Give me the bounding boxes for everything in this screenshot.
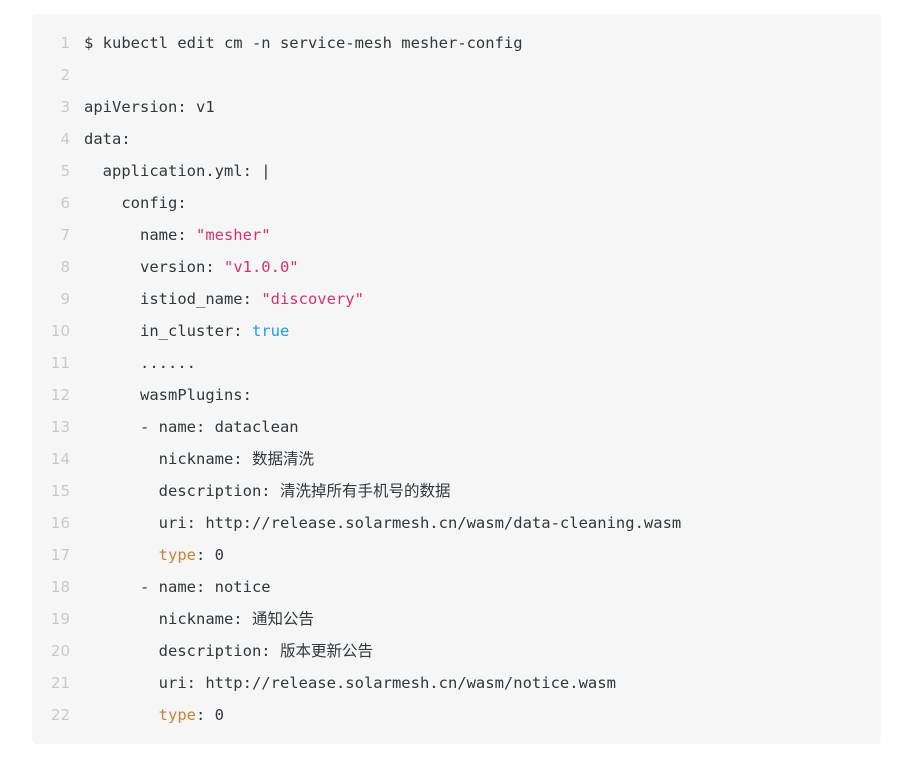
code-line: 16 uri: http://release.solarmesh.cn/wasm… [32,507,881,539]
code-line: 11 ...... [32,347,881,379]
code-line: 19 nickname: 通知公告 [32,603,881,635]
code-token: "mesher" [195,226,271,244]
code-line: 6 config: [32,187,881,219]
code-token: data: [84,130,131,148]
line-number: 6 [60,194,70,212]
line-content: description: 版本更新公告 [84,635,881,667]
code-line: 7 name: "mesher" [32,219,881,251]
code-line: 15 description: 清洗掉所有手机号的数据 [32,475,881,507]
code-block[interactable]: 1 $ kubectl edit cm -n service-mesh meshe… [32,14,881,744]
line-number: 1 [60,34,70,52]
line-number: 20 [50,642,70,660]
code-token: name: [84,226,196,244]
code-token: in_cluster: [84,322,252,340]
line-number: 16 [50,514,70,532]
line-number: 12 [50,386,70,404]
line-number: 11 [50,354,70,372]
line-content: istiod_name: "discovery" [84,283,881,315]
line-number: 5 [60,162,70,180]
code-line: 9 istiod_name: "discovery" [32,283,881,315]
code-token: istiod_name: [84,290,262,308]
code-line: 18 - name: notice [32,571,881,603]
code-token: wasmPlugins: [84,386,252,404]
line-number: 3 [60,98,70,116]
code-line: 12 wasmPlugins: [32,379,881,411]
code-token: : 0 [195,706,224,724]
code-token: ...... [84,354,196,372]
line-number: 19 [50,610,70,628]
code-token: : 0 [195,546,224,564]
code-line: 14 nickname: 数据清洗 [32,443,881,475]
code-token: uri: http://release.solarmesh.cn/wasm/no… [84,674,616,692]
code-line: 1 $ kubectl edit cm -n service-mesh meshe… [32,27,881,59]
line-content: name: "mesher" [84,219,881,251]
line-number: 15 [50,482,70,500]
code-token: description: 版本更新公告 [84,642,373,660]
code-token: type [158,706,196,724]
line-number: 18 [50,578,70,596]
code-line: 2 [32,59,881,91]
line-content: - name: dataclean [84,411,881,443]
line-content: wasmPlugins: [84,379,881,411]
line-content: uri: http://release.solarmesh.cn/wasm/no… [84,667,881,699]
line-number: 22 [50,706,70,724]
code-line: 8 version: "v1.0.0" [32,251,881,283]
line-content: ...... [84,347,881,379]
code-token: config: [84,194,187,212]
line-content: nickname: 数据清洗 [84,443,881,475]
code-token: version: [84,258,224,276]
code-token: "discovery" [261,290,364,308]
line-number: 8 [60,258,70,276]
code-lines-container: 1 $ kubectl edit cm -n service-mesh meshe… [32,14,881,731]
code-token: - name: dataclean [84,418,299,436]
code-token: application.yml: | [84,162,271,180]
code-line: 17 type: 0 [32,539,881,571]
code-token [84,706,159,724]
code-token: type [158,546,196,564]
code-token: uri: http://release.solarmesh.cn/wasm/da… [84,514,682,532]
line-content: apiVersion: v1 [84,91,881,123]
line-content: type: 0 [84,539,881,571]
code-line: 10 in_cluster: true [32,315,881,347]
code-token [84,546,159,564]
code-token: "v1.0.0" [223,258,299,276]
line-number: 17 [50,546,70,564]
line-content: nickname: 通知公告 [84,603,881,635]
line-content: config: [84,187,881,219]
code-token: true [251,322,290,340]
line-content: type: 0 [84,699,881,731]
line-content: $ kubectl edit cm -n service-mesh mesher… [84,27,881,59]
line-number: 4 [60,130,70,148]
code-line: 3 apiVersion: v1 [32,91,881,123]
code-line: 22 type: 0 [32,699,881,731]
line-number: 10 [50,322,70,340]
line-number: 14 [50,450,70,468]
line-content: uri: http://release.solarmesh.cn/wasm/da… [84,507,881,539]
line-number: 13 [50,418,70,436]
line-content: version: "v1.0.0" [84,251,881,283]
line-content: application.yml: | [84,155,881,187]
code-token: $ kubectl edit cm -n service-mesh mesher… [84,34,523,52]
code-line: 20 description: 版本更新公告 [32,635,881,667]
line-content: description: 清洗掉所有手机号的数据 [84,475,881,507]
code-token: - name: notice [84,578,271,596]
line-content: - name: notice [84,571,881,603]
code-line: 21 uri: http://release.solarmesh.cn/wasm… [32,667,881,699]
line-number: 2 [60,66,70,84]
code-token: nickname: 数据清洗 [84,450,314,468]
code-line: 4 data: [32,123,881,155]
line-number: 21 [50,674,70,692]
code-token: description: 清洗掉所有手机号的数据 [84,482,451,500]
code-token: nickname: 通知公告 [84,610,314,628]
code-token: apiVersion: v1 [84,98,215,116]
line-content: in_cluster: true [84,315,881,347]
line-number: 9 [60,290,70,308]
code-line: 13 - name: dataclean [32,411,881,443]
code-line: 5 application.yml: | [32,155,881,187]
line-number: 7 [60,226,70,244]
line-content: data: [84,123,881,155]
